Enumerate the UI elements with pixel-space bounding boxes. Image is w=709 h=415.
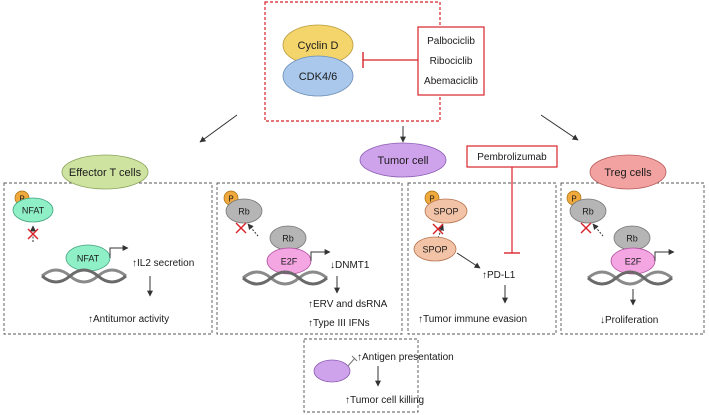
antitumor-activity-label: ↑Antitumor activity xyxy=(88,314,169,325)
spop-bottom-label: SPOP xyxy=(422,245,447,255)
treg-e2f-label: E2F xyxy=(625,257,642,267)
treg-transcription-arrow xyxy=(654,249,675,261)
treg-rb-top-ellipse xyxy=(569,198,607,224)
proliferation-label: ↓Proliferation xyxy=(600,315,658,326)
effector-panel xyxy=(3,182,213,335)
cdk-drugs-box xyxy=(417,26,485,96)
treg-dna xyxy=(587,270,673,286)
spop-top-label: SPOP xyxy=(433,207,458,217)
erv-dsrna-label: ↑ERV and dsRNA xyxy=(308,299,388,310)
il2-secretion-label: ↑IL2 secretion xyxy=(132,258,194,269)
effector-ellipse xyxy=(61,154,149,190)
treg-rb-bottom-label: Rb xyxy=(626,234,638,244)
type3-ifn-label: ↑Type III IFNs xyxy=(308,318,370,329)
antigen-cell-ellipse xyxy=(313,359,351,383)
pembrolizumab-label: Pembrolizumab xyxy=(477,152,547,163)
pdl1-label: ↑PD-L1 xyxy=(482,270,516,281)
spop-bottom-ellipse xyxy=(413,236,457,262)
spop-top-ellipse xyxy=(424,198,468,224)
tumor-rb-release-arrow xyxy=(247,223,259,237)
spop-block-x xyxy=(432,223,444,235)
treg-title: Treg cells xyxy=(604,167,652,179)
immune-evasion-label: ↑Tumor immune evasion xyxy=(418,314,527,325)
pdl1-panel xyxy=(407,182,557,335)
effector-dna xyxy=(41,268,127,284)
tumor-rb-top-label: Rb xyxy=(238,207,250,217)
cdk46-ellipse xyxy=(282,55,354,97)
tumor-panel xyxy=(216,182,403,335)
treg-rb-top-label: Rb xyxy=(582,207,594,217)
spop-phospho-label: P xyxy=(429,195,434,204)
effector-title: Effector T cells xyxy=(69,167,142,179)
spop-to-pdl1-arrow xyxy=(456,252,481,269)
effector-transcription-arrow xyxy=(109,245,129,258)
cyclin-d-label: Cyclin D xyxy=(298,40,339,52)
treg-ellipse xyxy=(589,154,667,190)
tumor-rb-block-x xyxy=(235,222,247,234)
treg-rb-block-x xyxy=(580,222,592,234)
cdk-inhibitor-box xyxy=(264,1,441,122)
nfat-block-x xyxy=(27,228,39,240)
tumor-rb-top-ellipse xyxy=(225,198,263,224)
spop-phospho-arrow xyxy=(437,224,444,239)
treg-phospho-label: P xyxy=(571,195,576,204)
drug-ribociclib: Ribociclib xyxy=(430,56,473,67)
tumor-rb-bottom-label: Rb xyxy=(282,234,294,244)
tumor-title: Tumor cell xyxy=(378,155,429,167)
tumor-e2f-label: E2F xyxy=(281,257,298,267)
treg-rb-release-arrow xyxy=(592,223,604,237)
tumor-ellipse xyxy=(359,142,447,178)
arrow-to-effector xyxy=(199,114,238,143)
antigen-panel xyxy=(303,338,419,413)
antigen-presentation-label: ↑Antigen presentation xyxy=(357,352,454,363)
effector-phospho-label: P xyxy=(19,195,24,204)
tumor-transcription-arrow xyxy=(310,249,331,261)
nfat-bottom-label: NFAT xyxy=(77,254,100,264)
arrow-to-treg xyxy=(540,114,579,141)
cdk46-label: CDK4/6 xyxy=(299,71,338,83)
drug-palbociclib: Palbociclib xyxy=(427,36,475,47)
nfat-top-label: NFAT xyxy=(22,206,45,216)
drug-abemaciclib: Abemaciclib xyxy=(424,76,478,87)
nfat-top-ellipse xyxy=(12,197,54,223)
dnmt1-label: ↓DNMT1 xyxy=(330,260,370,271)
tumor-cell-killing-label: ↑Tumor cell killing xyxy=(345,395,424,406)
antigen-receptor-icon xyxy=(347,355,358,367)
tumor-dna xyxy=(242,270,328,286)
tumor-phospho-label: P xyxy=(228,195,233,204)
